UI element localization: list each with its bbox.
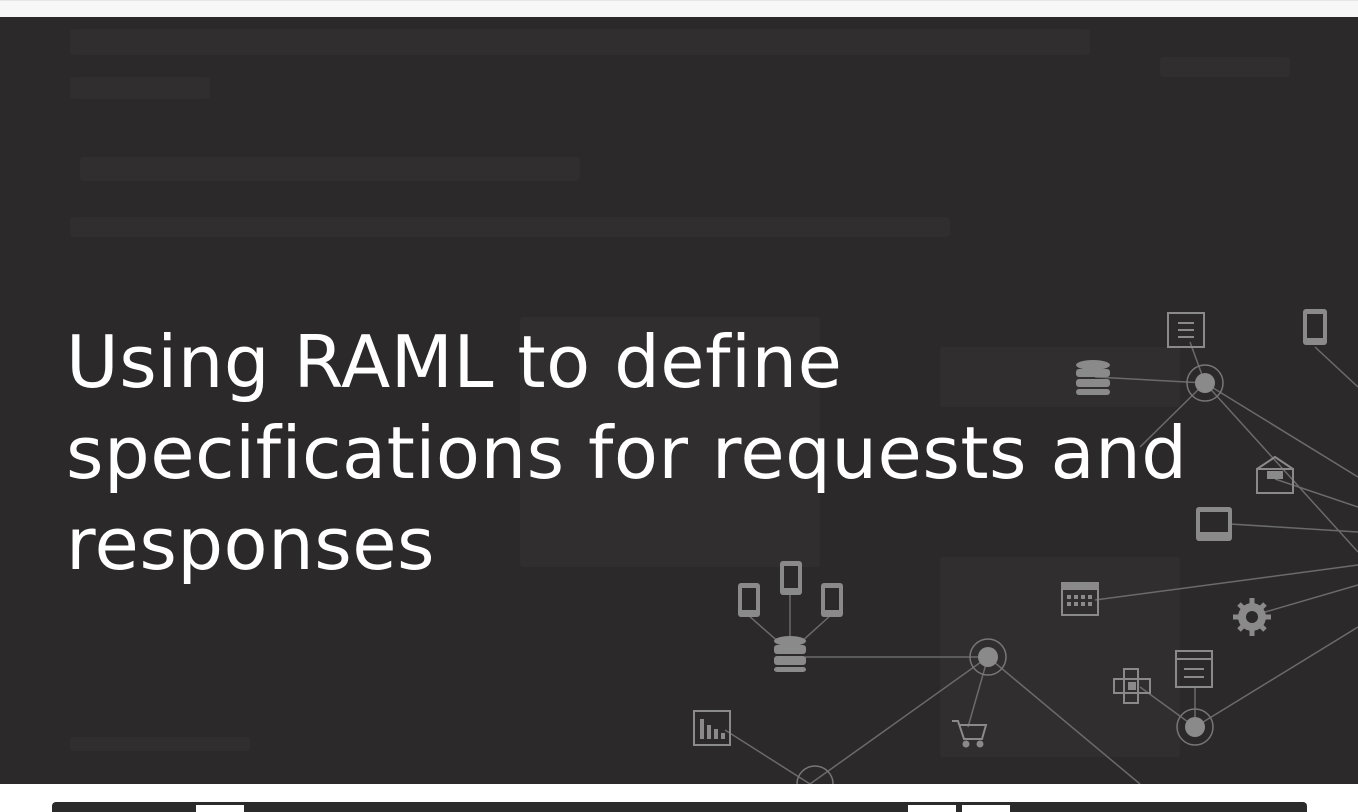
calendar-icon: [1061, 582, 1099, 616]
play-control[interactable]: [196, 805, 244, 812]
shopping-cart-icon: [952, 720, 988, 748]
slide-title: Using RAML to define specifications for …: [66, 320, 1188, 586]
fullscreen-control[interactable]: [962, 805, 1010, 812]
browser-top-strip: [0, 0, 1358, 17]
mobile-icon: [738, 309, 1327, 617]
mail-icon: [1256, 455, 1294, 494]
database-icon: [774, 360, 1110, 672]
video-player-bar[interactable]: [52, 802, 1307, 812]
volume-control[interactable]: [908, 805, 956, 812]
slide-ghost-background: [70, 29, 1290, 757]
connector-icon: [1113, 668, 1151, 704]
presentation-slide: Using RAML to define specifications for …: [0, 17, 1358, 784]
browser-window-icon: [1175, 650, 1213, 688]
bar-chart-icon: [693, 710, 731, 746]
document-icon: [1167, 312, 1205, 348]
hub-icon: [796, 364, 1224, 784]
gear-icon: [1233, 598, 1271, 636]
tablet-icon: [1196, 507, 1232, 541]
network-diagram: [693, 309, 1358, 784]
